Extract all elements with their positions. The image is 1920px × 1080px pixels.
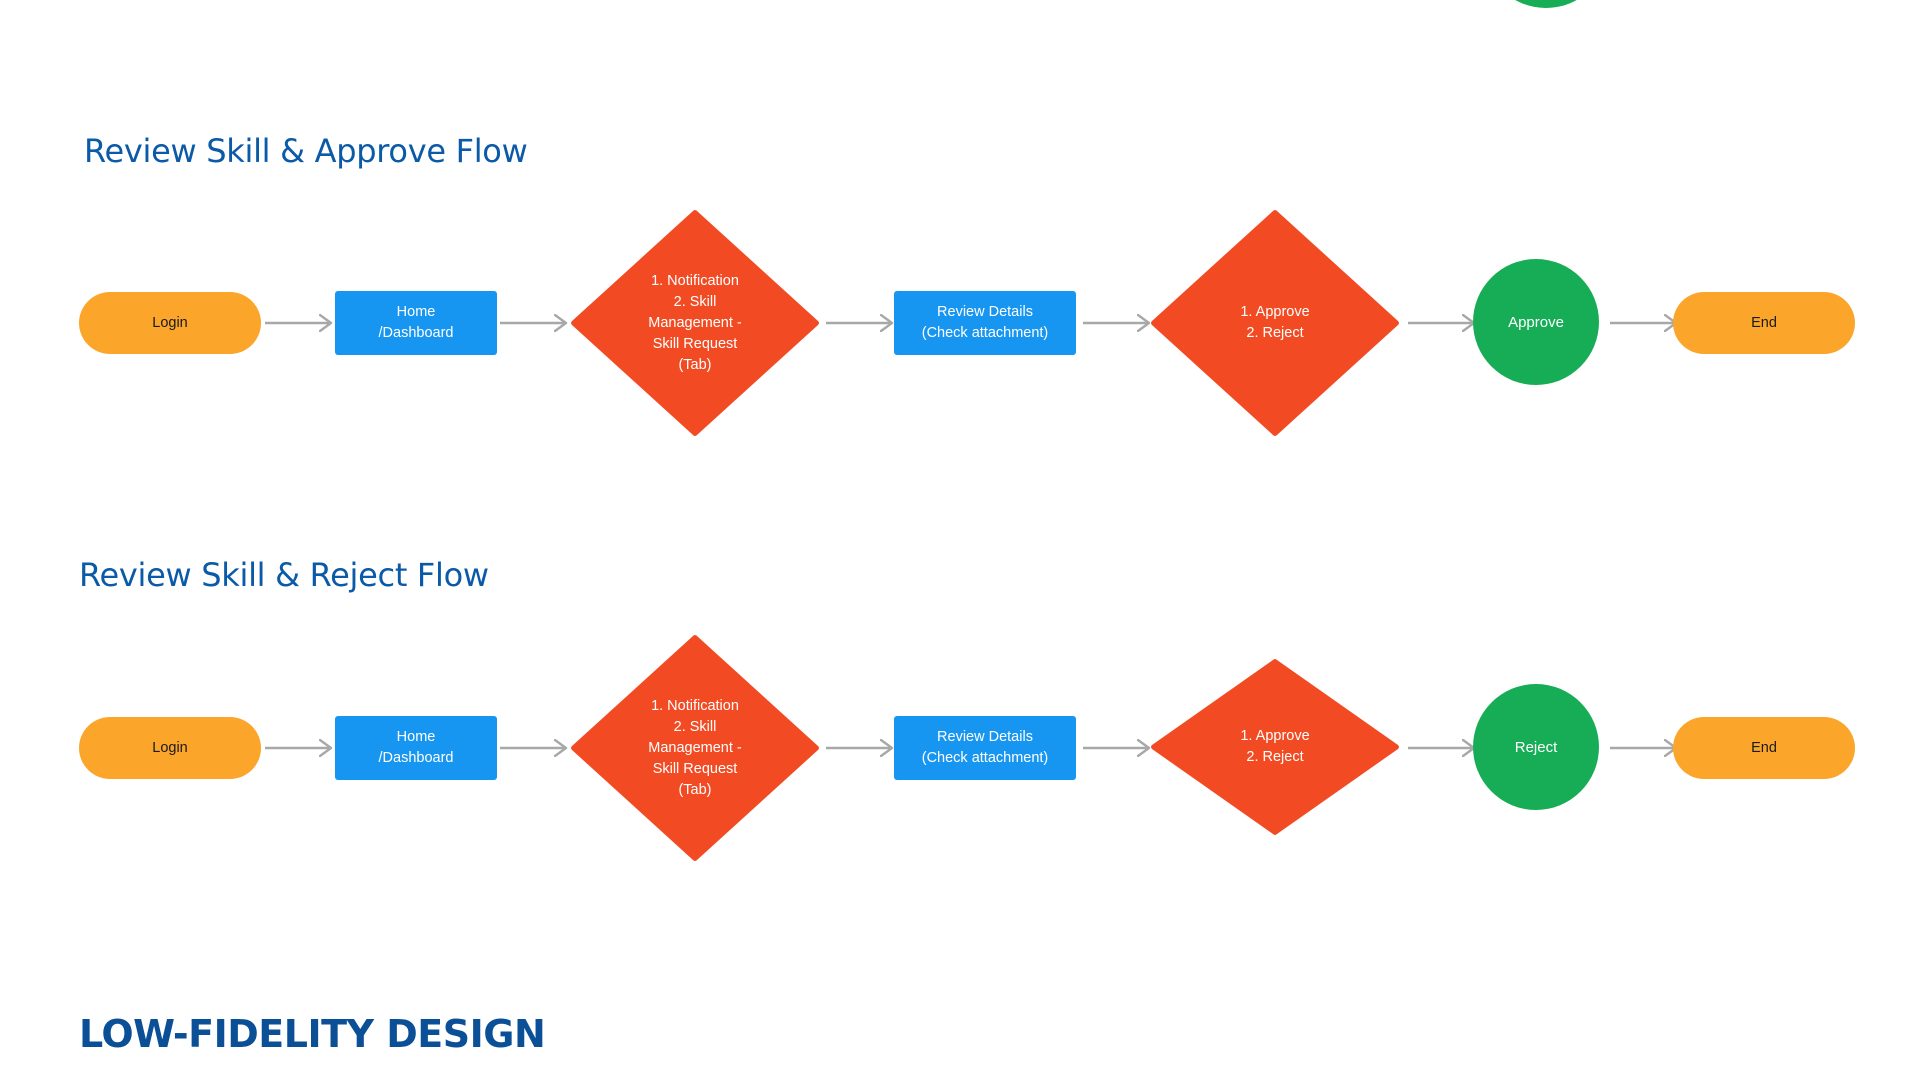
decision-label: 1. Notification 2. Skill Management - Sk… (648, 697, 742, 798)
reject-flow-navigation-decision: 1. Notification 2. Skill Management - Sk… (568, 632, 822, 864)
low-fidelity-design-heading: LOW-FIDELITY DESIGN (79, 1012, 546, 1056)
approve-flow-review-process: Review Details (Check attachment) (894, 291, 1076, 355)
decision-diamond-shape (1151, 659, 1399, 835)
reject-flow-end-terminal: End (1673, 717, 1855, 779)
approve-flow-approve-reject-decision: 1. Approve 2. Reject (1148, 207, 1402, 439)
decision-label: 1. Notification 2. Skill Management - Sk… (648, 272, 742, 373)
approve-flow-login-terminal: Login (79, 292, 261, 354)
decision-diamond-shape (571, 635, 819, 861)
reject-flow-title: Review Skill & Reject Flow (79, 556, 489, 594)
reject-flow-home-process: Home /Dashboard (335, 716, 497, 780)
reject-flow-review-process: Review Details (Check attachment) (894, 716, 1076, 780)
decision-label: 1. Approve 2. Reject (1240, 304, 1310, 341)
approve-flow-home-process: Home /Dashboard (335, 291, 497, 355)
decision-diamond-shape (1151, 210, 1399, 436)
decision-label: 1. Approve 2. Reject (1240, 728, 1310, 765)
reject-flow-outcome-circle: Reject (1473, 684, 1599, 810)
approve-flow-end-terminal: End (1673, 292, 1855, 354)
approve-flow-title: Review Skill & Approve Flow (84, 132, 528, 170)
decision-diamond-shape (571, 210, 819, 436)
previous-flow-circle-partial (1483, 0, 1609, 8)
reject-flow-approve-reject-decision: 1. Approve 2. Reject (1148, 656, 1402, 838)
approve-flow-navigation-decision: 1. Notification 2. Skill Management - Sk… (568, 207, 822, 439)
approve-flow-outcome-circle: Approve (1473, 259, 1599, 385)
reject-flow-login-terminal: Login (79, 717, 261, 779)
